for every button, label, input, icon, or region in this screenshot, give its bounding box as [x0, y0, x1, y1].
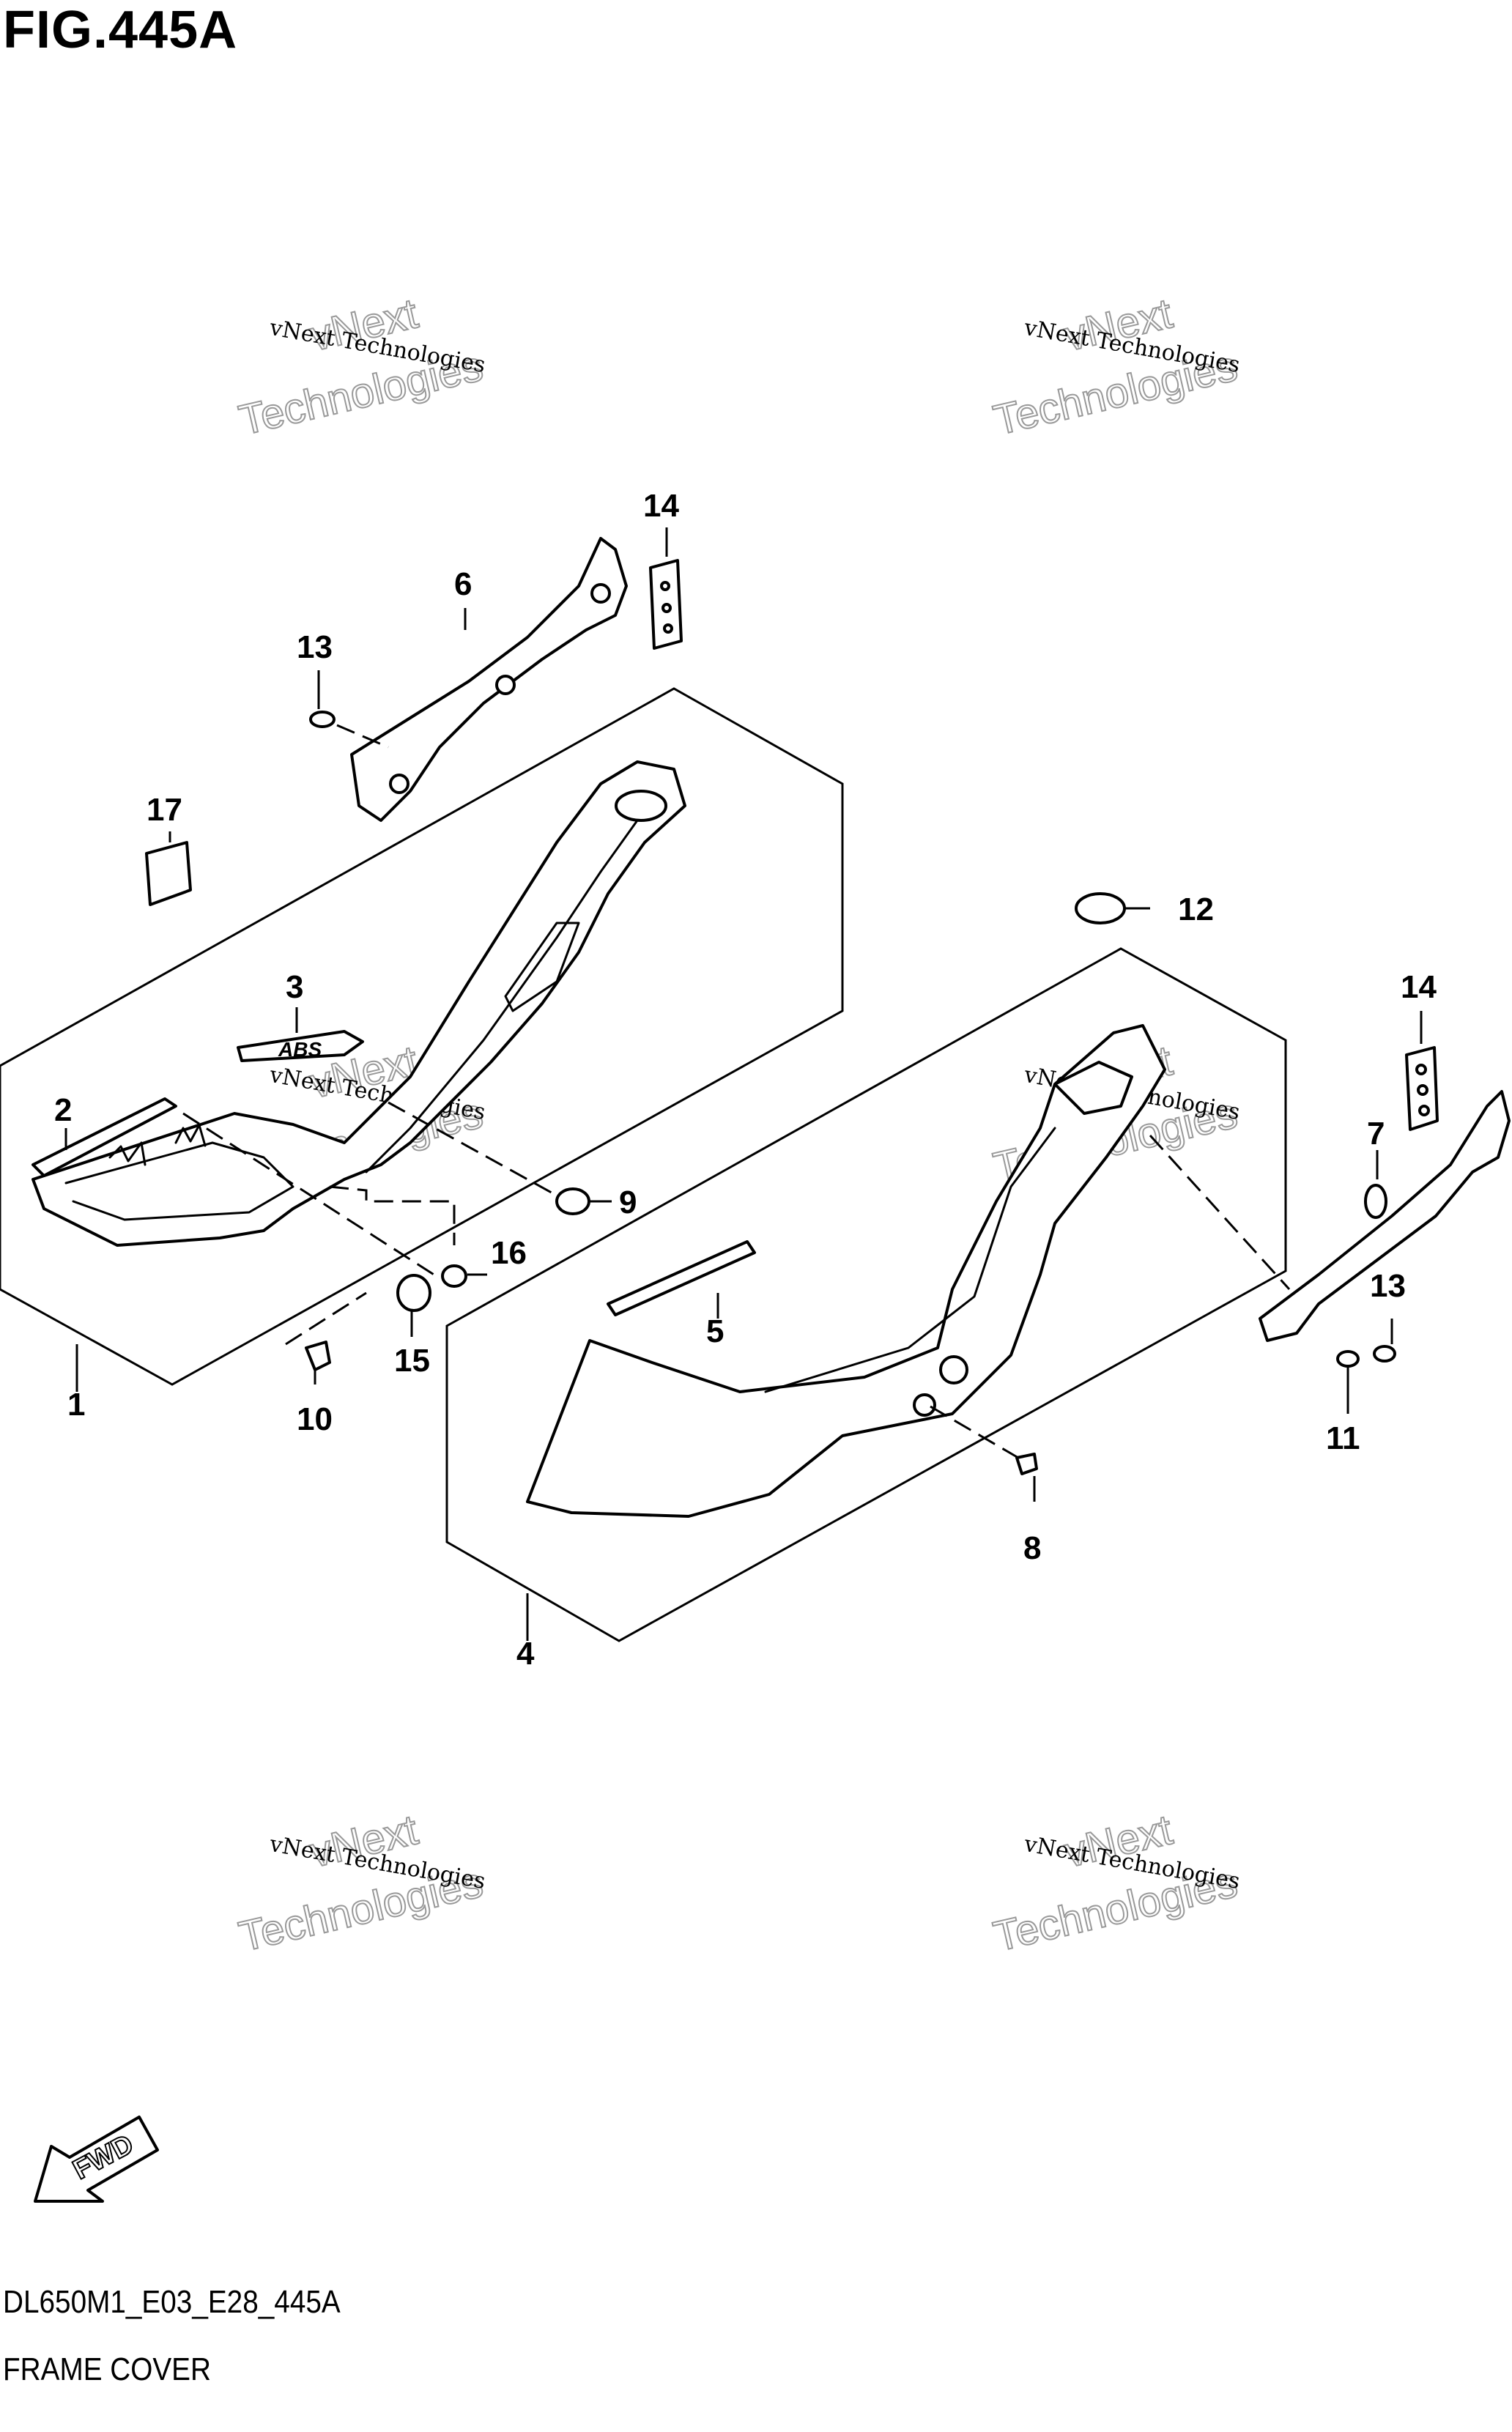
part-16-nut	[441, 1264, 467, 1288]
callout-3: 3	[286, 969, 303, 1005]
callout-13-top: 13	[297, 629, 333, 665]
part-11-screw	[1336, 1350, 1360, 1368]
part-10-clip	[305, 1341, 331, 1371]
part-9-collar	[555, 1187, 590, 1215]
part-15-spacer	[396, 1274, 431, 1312]
callout-9: 9	[619, 1185, 637, 1220]
part-5-tape-strip	[607, 1240, 756, 1316]
part-13-screw-right	[1373, 1345, 1396, 1363]
callout-14-top: 14	[643, 488, 679, 524]
watermark-top-left: vNext Technologies vNext Technologies	[234, 289, 488, 445]
part-12-grommet	[1075, 892, 1126, 924]
callout-17: 17	[147, 792, 182, 828]
watermark-top-right: vNext Technologies vNext Technologies	[988, 289, 1242, 445]
watermark-bottom-left: vNext Technologies vNext Technologies	[234, 1805, 488, 1961]
part-4-right-frame-cover	[526, 1024, 1166, 1518]
watermark-bottom-right: vNext Technologies vNext Technologies	[988, 1805, 1242, 1961]
alignment-lines	[182, 724, 1291, 1459]
callout-8: 8	[1023, 1530, 1041, 1566]
assembly-frame-1	[0, 687, 844, 1386]
part-6-bracket	[350, 537, 628, 822]
part-17-label	[145, 841, 192, 906]
part-1-left-frame-cover	[32, 760, 686, 1247]
callout-12: 12	[1178, 891, 1214, 927]
callout-10: 10	[297, 1401, 333, 1437]
callout-1: 1	[67, 1387, 85, 1423]
part-3-emblem: ABS	[237, 1030, 364, 1062]
callout-5: 5	[706, 1313, 724, 1349]
fwd-arrow-icon: FWD	[34, 2116, 159, 2203]
callout-11: 11	[1326, 1420, 1360, 1456]
leader-lines	[64, 527, 1423, 1641]
callout-15: 15	[394, 1343, 430, 1379]
diagram-code: DL650M1_E03_E28_445A	[3, 2284, 341, 2320]
figure-title: FIG.445A	[3, 1, 238, 59]
svg-text:ABS: ABS	[278, 1038, 322, 1061]
part-14-plate-top	[649, 559, 683, 650]
part-2-tape-strip	[32, 1097, 177, 1177]
assembly-frame-4	[445, 947, 1287, 1642]
callout-2: 2	[54, 1092, 72, 1128]
callout-13-right: 13	[1370, 1268, 1406, 1304]
callout-7: 7	[1367, 1116, 1385, 1152]
callout-numbers: 1 2 3 4 5 6 7 8 9 10 11 12 13 13 14 14 1…	[54, 488, 1437, 1672]
callout-4: 4	[516, 1636, 535, 1672]
part-7-bracket	[1259, 1090, 1511, 1342]
diagram-name: FRAME COVER	[3, 2351, 211, 2387]
callout-16: 16	[491, 1235, 527, 1271]
part-13-screw-top	[309, 711, 336, 728]
part-8-screw	[1015, 1453, 1038, 1475]
callout-14-right: 14	[1401, 969, 1437, 1005]
part-14-plate-right	[1405, 1046, 1439, 1131]
callout-6: 6	[454, 566, 472, 602]
